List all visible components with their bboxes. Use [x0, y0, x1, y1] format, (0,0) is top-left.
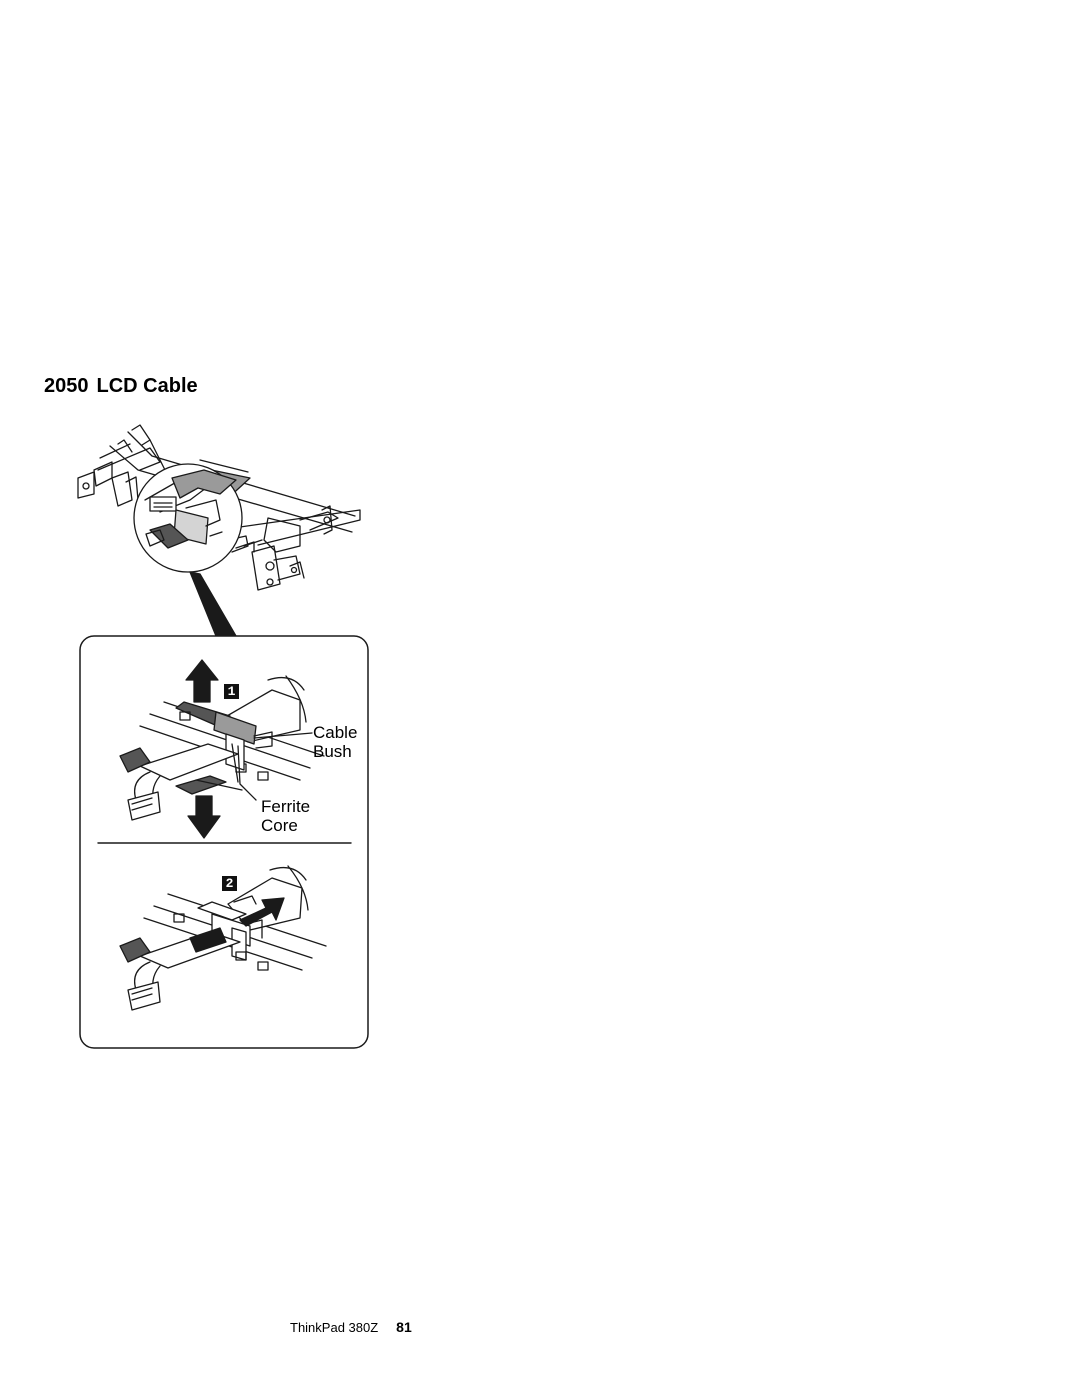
overview-assembly-drawing: [77, 424, 361, 637]
detail-panel-frame: [79, 635, 369, 1049]
step-2-badge: 2: [222, 876, 237, 891]
page-number: 81: [396, 1319, 412, 1335]
section-title: LCD Cable: [96, 375, 198, 397]
page-footer: ThinkPad 380Z 81: [290, 1318, 412, 1337]
step-1-drawing: [119, 659, 325, 839]
step-2-drawing: [119, 865, 327, 1011]
ferrite-core-label-line2: Core: [261, 816, 298, 835]
cable-bush-label-line1: Cable: [313, 723, 358, 742]
step-1-badge: 1: [224, 684, 239, 699]
cable-bush-label-line2: Bush: [313, 742, 352, 761]
ferrite-core-label-line1: Ferrite: [261, 797, 311, 816]
section-heading: 2050 LCD Cable: [44, 373, 198, 399]
footer-product-name: ThinkPad 380Z: [290, 1320, 379, 1335]
section-number: 2050: [44, 375, 89, 397]
